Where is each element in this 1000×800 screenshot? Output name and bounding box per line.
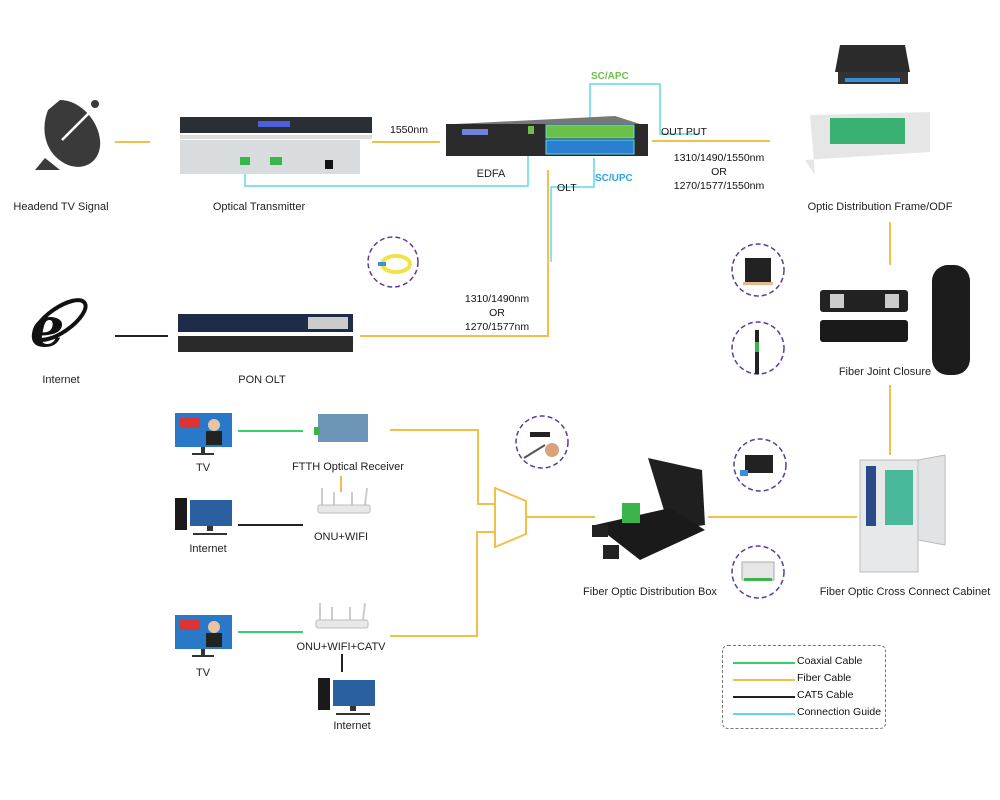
guide-sc-upc	[550, 158, 595, 262]
legend-item-coaxial: Coaxial Cable	[733, 655, 883, 669]
fiber-receiver-splitter	[390, 429, 495, 505]
label-joint-closure: Fiber Joint Closure	[838, 366, 932, 378]
legend-label: Connection Guide	[797, 706, 882, 718]
fiber-lines	[115, 140, 891, 637]
label-sc-apc: SC/APC	[591, 71, 629, 82]
tv-icon	[175, 413, 232, 455]
label-tv2: TV	[195, 667, 211, 679]
legend-item-fiber: Fiber Cable	[733, 672, 883, 686]
plc-splitter-accessory-icon	[733, 438, 787, 492]
legend-swatch	[733, 713, 795, 715]
tv-icon	[175, 615, 232, 657]
label-headend: Headend TV Signal	[13, 201, 109, 213]
splitter-icon	[494, 486, 527, 549]
fiber-olt-edfa	[360, 170, 549, 337]
label-cross-connect: Fiber Optic Cross Connect Cabinet	[819, 586, 991, 598]
cable-drum-accessory-icon	[731, 243, 785, 297]
wavelength-out-line1: 1310/1490/1550nm	[673, 152, 765, 164]
pon-olt-device	[178, 314, 353, 352]
legend: Coaxial Cable Fiber Cable CAT5 Cable Con…	[722, 645, 886, 729]
legend-label: Fiber Cable	[797, 672, 852, 684]
label-onu-wifi-catv: ONU+WIFI+CATV	[296, 641, 386, 653]
label-odf: Optic Distribution Frame/ODF	[807, 201, 953, 213]
label-transmitter: Optical Transmitter	[212, 201, 306, 213]
label-distribution-box: Fiber Optic Distribution Box	[583, 586, 717, 598]
patch-cord-accessory-icon	[367, 236, 419, 288]
fiber-catv-splitter	[390, 531, 495, 637]
guide-sc-apc	[589, 83, 700, 135]
wavelength-out-line3: 1270/1577/1550nm	[673, 180, 765, 192]
label-tv1: TV	[195, 462, 211, 474]
label-internet-top: Internet	[42, 374, 80, 386]
distribution-box-device	[592, 458, 705, 560]
label-output: OUT PUT	[661, 126, 707, 138]
wavelength-olt-line1: 1310/1490nm	[464, 293, 530, 305]
internet-explorer-icon: e	[30, 295, 88, 359]
label-sc-upc: SC/UPC	[595, 173, 633, 184]
wavelength-olt-line2: OR	[489, 307, 505, 319]
label-internet3: Internet	[333, 720, 371, 732]
legend-label: CAT5 Cable	[797, 689, 854, 701]
label-1550nm: 1550nm	[390, 124, 428, 136]
fiber-joint-closure-device	[820, 265, 970, 375]
pigtail-accessory-icon	[515, 415, 569, 469]
legend-label: Coaxial Cable	[797, 655, 863, 667]
label-pon-olt: PON OLT	[238, 374, 286, 386]
wavelength-olt-block: 1310/1490nm OR 1270/1577nm	[462, 292, 532, 334]
legend-swatch	[733, 662, 795, 664]
coaxial-lines	[238, 430, 303, 633]
edfa-device	[446, 116, 648, 156]
desktop-pc-icon	[175, 498, 232, 535]
ftth-receiver-device	[314, 414, 368, 442]
satellite-dish-icon	[35, 100, 101, 170]
wavelength-out-line2: OR	[711, 166, 727, 178]
legend-item-guide: Connection Guide	[733, 706, 883, 720]
armored-cable-accessory-icon	[731, 321, 785, 375]
label-internet2: Internet	[189, 543, 227, 555]
label-onu-wifi: ONU+WIFI	[313, 531, 369, 543]
onu-router-device	[317, 487, 371, 514]
label-olt: OLT	[557, 182, 577, 194]
desktop-pc-icon	[318, 678, 375, 715]
onu-catv-router-device	[315, 602, 369, 629]
legend-item-cat5: CAT5 Cable	[733, 689, 883, 703]
label-edfa: EDFA	[476, 168, 506, 180]
wavelength-olt-line3: 1270/1577nm	[464, 321, 530, 333]
cross-connect-cabinet-device	[859, 454, 946, 573]
legend-swatch	[733, 679, 795, 681]
legend-swatch	[733, 696, 795, 698]
plc-card-accessory-icon	[731, 545, 785, 599]
label-ftth-receiver: FTTH Optical Receiver	[292, 461, 404, 473]
odf-device	[805, 45, 930, 175]
cat5-lines	[115, 335, 343, 672]
optical-transmitter-device	[180, 117, 372, 174]
wavelength-out-block: 1310/1490/1550nm OR 1270/1577/1550nm	[672, 151, 766, 193]
